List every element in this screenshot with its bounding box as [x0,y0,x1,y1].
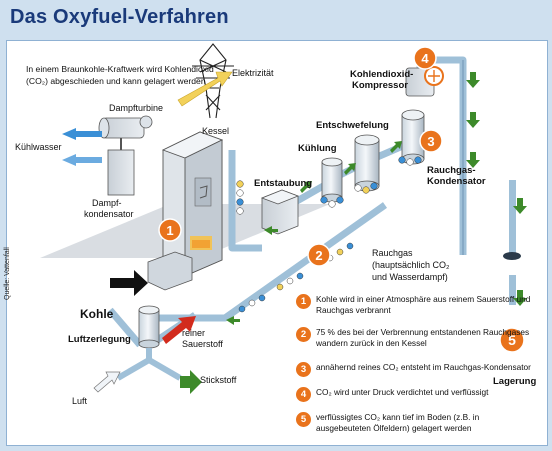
co2-compressor [405,66,444,97]
marker-5: 5 [499,327,525,353]
dust-removal-unit [260,189,300,235]
label-steam-condenser-2: kondensator [84,209,134,219]
air-separation-tank [138,305,160,349]
label-fluegas-3: und Wasserdampf) [372,272,448,282]
label-compressor-1: Kohlendioxid- [350,69,413,80]
boiler [161,131,224,277]
label-electricity: Elektrizität [232,68,274,78]
label-cooling: Kühlung [298,143,337,154]
legend-text: 75 % des bei der Verbrennung entstandene… [316,327,530,348]
label-nitrogen: Stickstoff [200,375,237,385]
oxygen-arrow [162,316,196,344]
svg-text:3: 3 [427,134,434,149]
marker-3: 3 [419,129,443,153]
intro-text: In einem Braunkohle-Kraftwerk wird Kohle… [26,64,214,86]
label-fluegas-condenser-2: Kondensator [427,176,486,187]
flow-arrows [226,72,527,325]
legend-number: 5 [296,412,311,427]
marker-1: 1 [158,218,182,242]
label-storage: Lagerung [493,376,536,387]
nitrogen-arrow [180,370,202,394]
storage-pipe [509,180,516,258]
air-arrow [93,371,121,393]
coolingwater-arrow-out [62,128,102,140]
label-compressor-2: Kompressor [352,80,408,91]
source-credit: Quelle: Vattenfall [4,247,11,300]
legend-text: CO₂ wird unter Druck verdichtet und verf… [316,387,489,397]
coal-arrow [110,270,148,296]
power-tower [192,43,234,119]
label-fluegas-1: Rauchgas [372,248,413,258]
steam-condenser [107,149,135,196]
svg-text:4: 4 [421,51,429,66]
legend-number: 2 [296,327,311,342]
label-air-separation: Luftzerlegung [68,334,131,345]
label-air: Luft [72,396,88,406]
label-oxygen-2: Sauerstoff [182,339,223,349]
label-fluegas-2: (hauptsächlich CO₂ [372,260,450,270]
label-boiler: Kessel [202,126,229,136]
legend-text: Kohle wird in einer Atmosphäre aus reine… [316,294,531,315]
label-dust-removal: Entstaubung [254,178,312,189]
label-oxygen-1: reiner [182,328,205,338]
legend-number: 3 [296,362,311,377]
label-fluegas-condenser-1: Rauchgas- [427,165,476,176]
gas-bubbles [236,156,422,313]
marker-2: 2 [307,243,331,267]
svg-text:1: 1 [166,223,173,238]
label-coolingwater: Kühlwasser [15,142,62,152]
page-title: Das Oxyfuel-Verfahren [10,6,229,28]
storage-well [503,252,521,260]
marker-4: 4 [413,46,437,70]
svg-text:5: 5 [508,332,516,348]
svg-text:2: 2 [315,248,322,263]
label-steam-condenser-1: Dampf- [92,198,122,208]
steam-turbine [98,115,153,139]
electricity-arrow [177,71,233,107]
legend-number: 4 [296,387,311,402]
coal-feeder [147,251,193,291]
label-steam-turbine: Dampfturbine [109,103,163,113]
desulfurization-tank [354,134,380,192]
label-coal: Kohle [80,307,114,321]
coolingwater-arrow-in [62,154,102,166]
label-desulfurization: Entschwefelung [316,120,389,131]
legend-text: annähernd reines CO₂ entsteht im Rauchga… [316,362,531,372]
cooling-tank [321,157,343,203]
legend-text: verflüssigtes CO₂ kann tief im Boden (z.… [316,412,480,433]
storage-pipe-lower [509,275,516,305]
legend-number: 1 [296,294,311,309]
